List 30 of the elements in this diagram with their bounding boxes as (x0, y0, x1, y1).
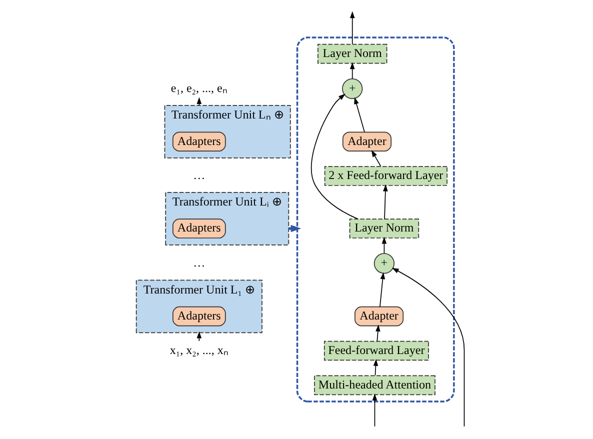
arrow (372, 394, 377, 427)
node-box: Multi-headed Attention (314, 375, 435, 396)
arrow (354, 97, 364, 132)
node-box: Layer Norm (317, 44, 387, 64)
arrow (391, 268, 464, 427)
node-text: e₁, e₂, ..., eₙ (170, 80, 227, 95)
node-box: Feed-forward Layer (323, 340, 428, 361)
arrow (196, 331, 202, 342)
node-box: Adapter (342, 132, 392, 152)
arrow (196, 97, 202, 106)
node-circle: + (373, 253, 394, 274)
arrow (381, 236, 386, 254)
arrow (370, 150, 381, 167)
node-text: x₁, x₂, ..., xₙ (169, 342, 228, 357)
arrow (349, 62, 354, 80)
label: … (192, 168, 205, 182)
arrow (375, 324, 380, 342)
node-box: Adapters (172, 218, 226, 238)
arrow (349, 11, 354, 44)
arrow (379, 272, 385, 308)
arrow (310, 94, 358, 220)
node-box: Adapters (172, 132, 226, 152)
node-box: Adapter (354, 306, 404, 326)
arrow (372, 359, 378, 376)
arrow (382, 184, 388, 220)
node-box: 2 x Feed-forward Layer (324, 166, 447, 186)
node-box: Layer Norm (348, 218, 419, 238)
label: … (192, 256, 205, 270)
node-circle: + (342, 78, 362, 99)
node-box: Adapters (172, 306, 226, 326)
